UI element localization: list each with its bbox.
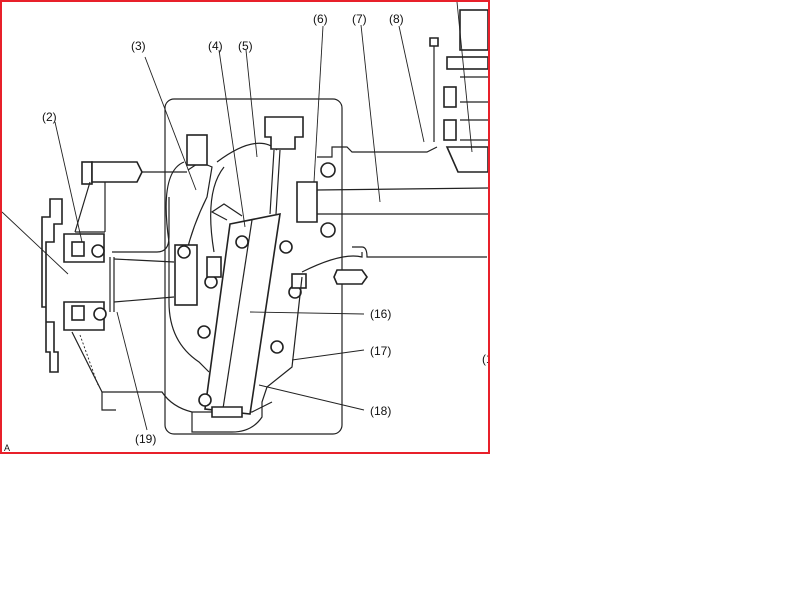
gearbox-cross-section-diagram: (2) (3) (4) (5) (6) (7) (8) (16) (17) (1… (2, 2, 488, 452)
callout-18: (18) (370, 404, 391, 418)
leader-lines (2, 2, 473, 431)
callout-16: (16) (370, 307, 391, 321)
output-shaft (296, 146, 488, 285)
callout-3: (3) (131, 39, 146, 53)
callout-17: (17) (370, 344, 391, 358)
upper-bracket (74, 161, 187, 253)
inner-housing (165, 116, 307, 433)
callout-7: (7) (352, 12, 367, 26)
highlight-box (164, 98, 343, 435)
callout-19: (19) (135, 432, 156, 446)
gear-stack (429, 9, 488, 173)
callout-1-partial: (1 (482, 352, 488, 366)
diagram-frame: (2) (3) (4) (5) (6) (7) (8) (16) (17) (1… (0, 0, 490, 454)
callout-4: (4) (208, 39, 223, 53)
lower-housing (71, 331, 273, 413)
callout-5: (5) (238, 39, 253, 53)
callout-6: (6) (313, 12, 328, 26)
corner-label: A (4, 443, 10, 452)
hub-flange (41, 198, 115, 373)
callout-2: (2) (42, 110, 57, 124)
callout-8: (8) (389, 12, 404, 26)
